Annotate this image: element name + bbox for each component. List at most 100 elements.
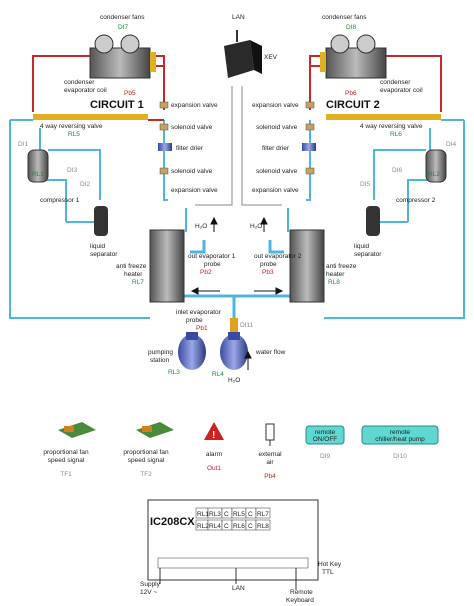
svg-text:TF1: TF1 <box>60 471 72 478</box>
label-di5: DI5 <box>360 181 371 188</box>
svg-text:RL1: RL1 <box>197 511 209 518</box>
svg-text:speed signal: speed signal <box>48 457 85 464</box>
label-inlet-probe-2: probe <box>186 317 203 324</box>
xev-module <box>224 30 262 78</box>
svg-text:DI9: DI9 <box>320 453 331 460</box>
label-di3: DI3 <box>67 167 78 174</box>
label-rl7: RL7 <box>132 279 144 286</box>
label-condenser-coil-right-1: condenser <box>380 79 411 86</box>
svg-text:TF2: TF2 <box>140 471 152 478</box>
compressor-right <box>425 149 447 183</box>
label-rl5: RL5 <box>68 131 80 138</box>
label-pb6: Pb6 <box>345 90 357 97</box>
label-pb5: Pb5 <box>124 90 136 97</box>
label-lan: LAN <box>232 14 245 21</box>
label-circuit-1: CIRCUIT 1 <box>90 99 144 111</box>
label-supply-1: Supply <box>140 581 161 588</box>
controller-ic208cx: IC208CX RL1 RL3 C RL5 C RL7 RL2 RL4 C RL… <box>140 499 342 604</box>
label-outprobe1-2: probe <box>204 261 221 268</box>
label-outprobe1-1: out evaporator 1 <box>188 253 236 260</box>
evaporator-left <box>149 229 185 303</box>
flow-arrows <box>190 216 284 370</box>
remote-onoff-box: remote ON/OFF DI9 <box>305 425 345 460</box>
pipes <box>9 55 465 319</box>
svg-text:RL2: RL2 <box>197 523 209 530</box>
label-pb2: Pb2 <box>200 269 212 276</box>
label-supply-2: 12V ~ <box>140 589 157 596</box>
alarm-icon: ! alarm Out1 <box>204 422 224 472</box>
svg-text:alarm: alarm <box>206 451 222 458</box>
label-remote-1: Remote <box>290 589 313 596</box>
svg-text:C: C <box>224 511 229 518</box>
svg-text:remote: remote <box>390 429 411 436</box>
filter-drier-left <box>158 143 172 151</box>
svg-text:C: C <box>248 511 253 518</box>
svg-text:Out1: Out1 <box>207 465 221 472</box>
controller-model: IC208CX <box>150 516 195 528</box>
label-condenser-coil-left-1: condenser <box>64 79 95 86</box>
label-condenser-fans-right: condenser fans <box>322 14 367 21</box>
label-xev: XEV <box>264 54 278 61</box>
label-pb1: Pb1 <box>196 325 208 332</box>
label-expansion-valve-r1: expansion valve <box>252 102 299 109</box>
label-solenoid-valve-l2: solenoid valve <box>171 168 213 175</box>
svg-text:proportional fan: proportional fan <box>43 449 89 456</box>
label-h2o-left: H₂O <box>195 223 207 230</box>
svg-text:RL5: RL5 <box>233 511 245 518</box>
label-liquid-right-2: separator <box>354 251 382 258</box>
svg-text:RL7: RL7 <box>257 511 269 518</box>
external-air-sensor: external air Pb4 <box>258 423 282 480</box>
label-liquid-left-1: liquid <box>90 243 106 250</box>
liquid-separator-right <box>366 206 380 236</box>
reversing-valve-right <box>326 114 441 120</box>
label-rl2: RL2 <box>428 171 440 178</box>
label-antifreeze-left-2: heater <box>124 271 143 278</box>
filter-drier-right <box>302 143 316 151</box>
svg-text:Pb4: Pb4 <box>264 473 276 480</box>
fan-speed-signal-1: proportional fan speed signal TF1 <box>43 422 96 478</box>
svg-text:RL8: RL8 <box>257 523 269 530</box>
label-di2: DI2 <box>80 181 91 188</box>
svg-text:C: C <box>248 523 253 530</box>
label-rl4: RL4 <box>212 371 224 378</box>
label-compressor-2: compressor 2 <box>396 197 436 204</box>
valve-icons-left <box>159 101 169 175</box>
label-hotkey-1: Hot Key <box>318 561 342 568</box>
label-controller-lan: LAN <box>232 585 245 592</box>
svg-text:RL4: RL4 <box>209 523 221 530</box>
svg-text:!: ! <box>212 430 215 441</box>
liquid-separator-left <box>94 206 108 236</box>
label-liquid-right-1: liquid <box>354 243 370 250</box>
evaporator-right <box>289 229 325 303</box>
water-flow-switch <box>230 318 238 332</box>
label-h2o-right: H₂O <box>250 223 262 230</box>
label-circuit-2: CIRCUIT 2 <box>326 99 380 111</box>
label-rl8: RL8 <box>328 279 340 286</box>
label-4way-left: 4 way reversing valve <box>40 123 103 130</box>
label-antifreeze-left-1: anti freeze <box>116 263 147 270</box>
label-di6: DI6 <box>392 167 403 174</box>
label-4way-right: 4 way reversing valve <box>360 123 423 130</box>
label-expansion-valve-l2: expansion valve <box>171 187 218 194</box>
label-rl6: RL6 <box>390 131 402 138</box>
label-outprobe2-2: probe <box>260 261 277 268</box>
label-filter-drier-l: filter drier <box>176 145 204 152</box>
label-pumping-2: station <box>150 357 170 364</box>
svg-text:external: external <box>258 451 282 458</box>
svg-text:speed signal: speed signal <box>128 457 165 464</box>
label-compressor-1: compressor 1 <box>40 197 80 204</box>
label-inlet-probe-1: inlet evaporator <box>176 309 222 316</box>
svg-text:DI10: DI10 <box>393 453 407 460</box>
label-h2o-bottom: H₂O <box>228 377 240 384</box>
svg-text:proportional fan: proportional fan <box>123 449 169 456</box>
label-pb3: Pb3 <box>262 269 274 276</box>
svg-text:RL3: RL3 <box>209 511 221 518</box>
label-remote-2: Keyboard <box>286 597 314 604</box>
label-water-flow: water flow <box>255 349 286 356</box>
accessory-row: proportional fan speed signal TF1 propor… <box>43 422 439 480</box>
label-liquid-left-2: separator <box>90 251 118 258</box>
label-di1: DI1 <box>18 141 29 148</box>
svg-text:C: C <box>224 523 229 530</box>
